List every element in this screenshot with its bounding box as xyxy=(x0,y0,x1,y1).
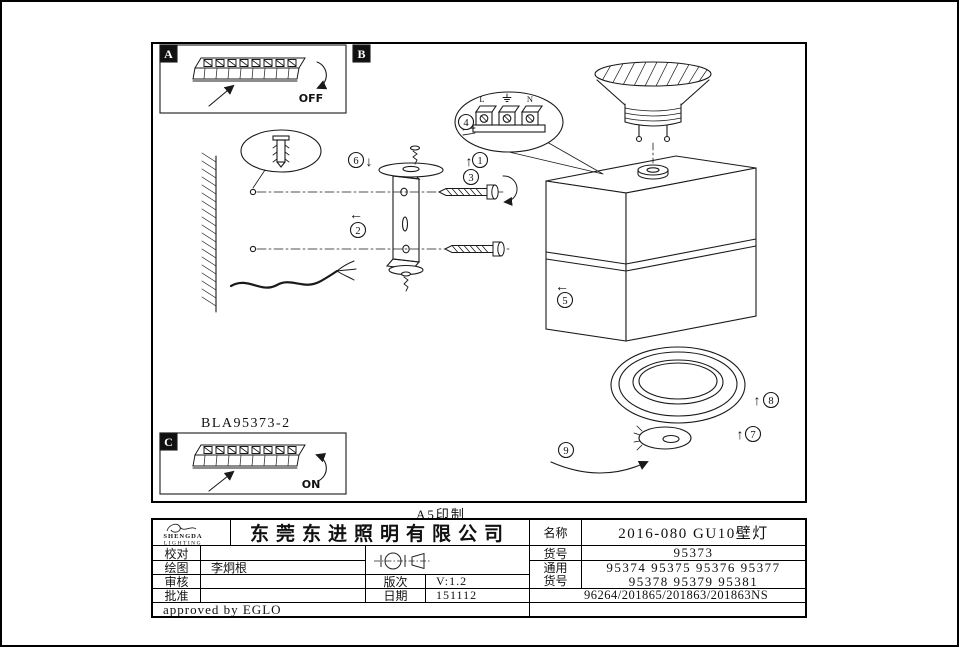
date-value: 151112 xyxy=(426,589,530,603)
earth-icon xyxy=(502,93,512,102)
approve-value xyxy=(201,589,366,603)
svg-text:6: 6 xyxy=(353,156,358,167)
arrow-left-icon: ← xyxy=(555,280,569,295)
svg-text:2: 2 xyxy=(355,226,360,237)
screw-rotation-arrow-icon xyxy=(502,175,518,206)
callout-1: 1 xyxy=(471,151,489,169)
model-label: BLA95373-2 xyxy=(201,416,291,431)
pointer-arrow-icon xyxy=(208,470,235,492)
wall-hatching xyxy=(201,152,217,313)
svg-text:1: 1 xyxy=(477,156,482,167)
bottom-right-empty xyxy=(530,603,805,617)
section-c-letter: C xyxy=(164,435,173,449)
terminal-n-label: N xyxy=(527,94,533,104)
terminal-detail: L N xyxy=(454,91,604,175)
name-value: 2016-080 GU10壁灯 xyxy=(582,520,805,546)
title-block: SHENGDA LIGHTING 东莞东进照明有限公司 名称 2016-080 … xyxy=(151,518,807,618)
tighten-arrow-icon xyxy=(315,452,327,482)
proof-value xyxy=(201,546,366,561)
mounting-bracket xyxy=(378,145,444,292)
section-a-badge xyxy=(159,44,178,63)
callout-6: 6 xyxy=(347,151,365,169)
section-c: ON C xyxy=(159,432,347,495)
common-label-line2: 货号 xyxy=(543,573,568,588)
arrow-up-icon: ↑ xyxy=(466,155,473,170)
lamp-body xyxy=(545,155,757,342)
callout-7: 7 xyxy=(744,425,762,443)
projection-symbol-icon xyxy=(374,552,430,569)
svg-text:8: 8 xyxy=(768,396,773,407)
date-label: 日期 xyxy=(366,589,426,603)
item-value: 95373 xyxy=(582,546,805,561)
callout-8: 8 xyxy=(762,391,780,409)
projection-symbols xyxy=(366,546,530,575)
gu10-bulb xyxy=(594,61,712,164)
terminal-blocks xyxy=(474,105,544,126)
svg-text:SHENGDA: SHENGDA xyxy=(163,533,202,540)
common-values-line1: 95374 95375 95376 95377 xyxy=(606,561,781,575)
section-a-letter: A xyxy=(164,47,173,61)
on-label: ON xyxy=(302,478,321,491)
callout-9: 9 xyxy=(557,441,575,459)
company-name: 东莞东进照明有限公司 xyxy=(231,520,530,546)
approve-label: 批准 xyxy=(153,589,201,603)
common-values-line2: 95378 95379 95381 xyxy=(582,575,805,589)
loosen-arrow-icon xyxy=(316,61,328,90)
callout-4: 4 xyxy=(457,113,475,131)
svg-text:9: 9 xyxy=(563,446,568,457)
alignment-axes xyxy=(256,191,510,250)
diffuser-ring xyxy=(610,346,746,424)
common-item-label: 通用 货号 xyxy=(530,561,582,589)
off-label: OFF xyxy=(299,92,323,105)
gu10-socket xyxy=(637,164,669,180)
section-a: OFF A xyxy=(159,44,347,114)
item-label: 货号 xyxy=(530,546,582,561)
section-c-badge xyxy=(159,432,178,451)
mounting-screw-lower xyxy=(444,241,505,257)
svg-text:4: 4 xyxy=(463,118,469,129)
approved-by: approved by EGLO xyxy=(153,603,530,617)
callout-2: 2 xyxy=(349,221,367,239)
pointer-arrow-icon xyxy=(208,84,235,107)
top-screw xyxy=(409,145,421,165)
lens-part xyxy=(633,425,692,451)
shengda-logo-icon: SHENGDA LIGHTING xyxy=(163,523,202,546)
check-value xyxy=(201,575,366,589)
arrow-up-icon: ↑ xyxy=(737,428,744,443)
section-b-letter: B xyxy=(357,47,365,61)
bottom-disc-and-screw xyxy=(388,264,424,292)
proof-label: 校对 xyxy=(153,546,201,561)
terminal-l-label: L xyxy=(479,94,484,104)
product-codes: 96264/201865/201863/201863NS xyxy=(530,589,805,603)
draw-label: 绘图 xyxy=(153,561,201,575)
logo-cell: SHENGDA LIGHTING xyxy=(153,520,231,546)
arrow-up-icon: ↑ xyxy=(754,394,761,409)
wall-anchor-detail xyxy=(240,129,322,189)
drawing-frame: L N OFF A xyxy=(151,42,807,503)
arrow-down-icon: ↓ xyxy=(366,155,373,170)
svg-text:7: 7 xyxy=(750,430,755,441)
twist-arrow-icon xyxy=(550,460,649,474)
svg-text:LIGHTING: LIGHTING xyxy=(164,540,202,546)
assembly-diagram: L N OFF A xyxy=(159,44,780,495)
mounting-screw-upper xyxy=(438,184,499,200)
version-label: 版次 xyxy=(366,575,426,589)
wall-plug-holes xyxy=(249,188,257,253)
arrow-left-icon: ← xyxy=(349,208,363,223)
common-label-line1: 通用 xyxy=(543,561,568,575)
callout-3: 3 xyxy=(462,168,480,186)
svg-text:3: 3 xyxy=(468,173,473,184)
section-b-badge: B xyxy=(352,44,371,63)
callout-5: 5 xyxy=(556,291,574,309)
check-label: 审核 xyxy=(153,575,201,589)
supply-cable xyxy=(229,260,357,289)
draw-value: 李炯根 xyxy=(201,561,366,575)
print-note: A5印制 xyxy=(416,507,466,522)
svg-text:5: 5 xyxy=(562,296,567,307)
version-value: V:1.2 xyxy=(426,575,530,589)
name-label: 名称 xyxy=(530,520,582,546)
